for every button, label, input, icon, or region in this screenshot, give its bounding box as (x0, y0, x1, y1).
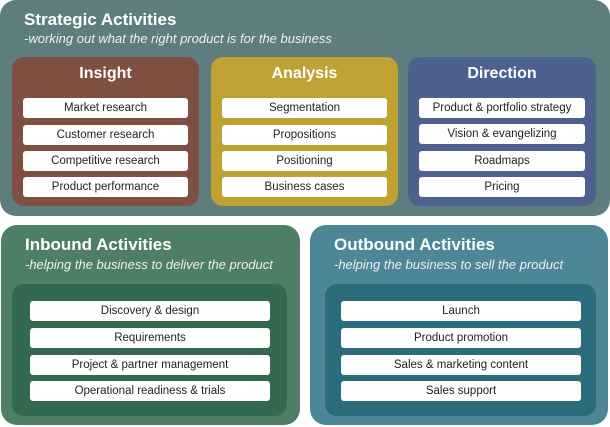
inbound-title: Inbound Activities (25, 235, 172, 254)
insight-title: Insight (79, 65, 132, 82)
outbound-title: Outbound Activities (334, 235, 495, 254)
direction-item: Roadmaps (419, 151, 585, 171)
outbound-inner: Launch Product promotion Sales & marketi… (325, 284, 596, 416)
outbound-item: Launch (341, 301, 581, 321)
outbound-activities-panel: Outbound Activities -helping the busines… (310, 225, 608, 425)
analysis-item: Propositions (222, 125, 387, 145)
direction-item: Pricing (419, 177, 585, 197)
strategic-title: Strategic Activities (24, 10, 177, 29)
inbound-item: Operational readiness & trials (30, 381, 270, 401)
insight-item: Product performance (23, 177, 188, 197)
analysis-title: Analysis (271, 65, 338, 82)
insight-item: Market research (23, 98, 188, 118)
inbound-item: Discovery & design (30, 301, 270, 321)
strategic-subtitle: -working out what the right product is f… (24, 31, 332, 46)
inbound-item: Requirements (30, 328, 270, 348)
direction-card: Direction Product & portfolio strategy V… (408, 57, 596, 206)
inbound-subtitle: -helping the business to deliver the pro… (25, 257, 273, 272)
strategic-activities-panel: Strategic Activities -working out what t… (0, 0, 610, 216)
direction-item: Vision & evangelizing (419, 124, 585, 144)
analysis-card: Analysis Segmentation Propositions Posit… (211, 57, 398, 206)
inbound-inner: Discovery & design Requirements Project … (12, 284, 287, 416)
insight-item: Customer research (23, 125, 188, 145)
insight-card: Insight Market research Customer researc… (12, 57, 199, 206)
direction-title: Direction (467, 65, 537, 82)
analysis-item: Business cases (222, 177, 387, 197)
outbound-item: Product promotion (341, 328, 581, 348)
outbound-item: Sales support (341, 381, 581, 401)
direction-item: Product & portfolio strategy (419, 98, 585, 118)
analysis-item: Segmentation (222, 98, 387, 118)
outbound-item: Sales & marketing content (341, 355, 581, 375)
analysis-item: Positioning (222, 151, 387, 171)
inbound-item: Project & partner management (30, 355, 270, 375)
inbound-activities-panel: Inbound Activities -helping the business… (1, 225, 300, 425)
outbound-subtitle: -helping the business to sell the produc… (334, 257, 564, 272)
insight-item: Competitive research (23, 151, 188, 171)
